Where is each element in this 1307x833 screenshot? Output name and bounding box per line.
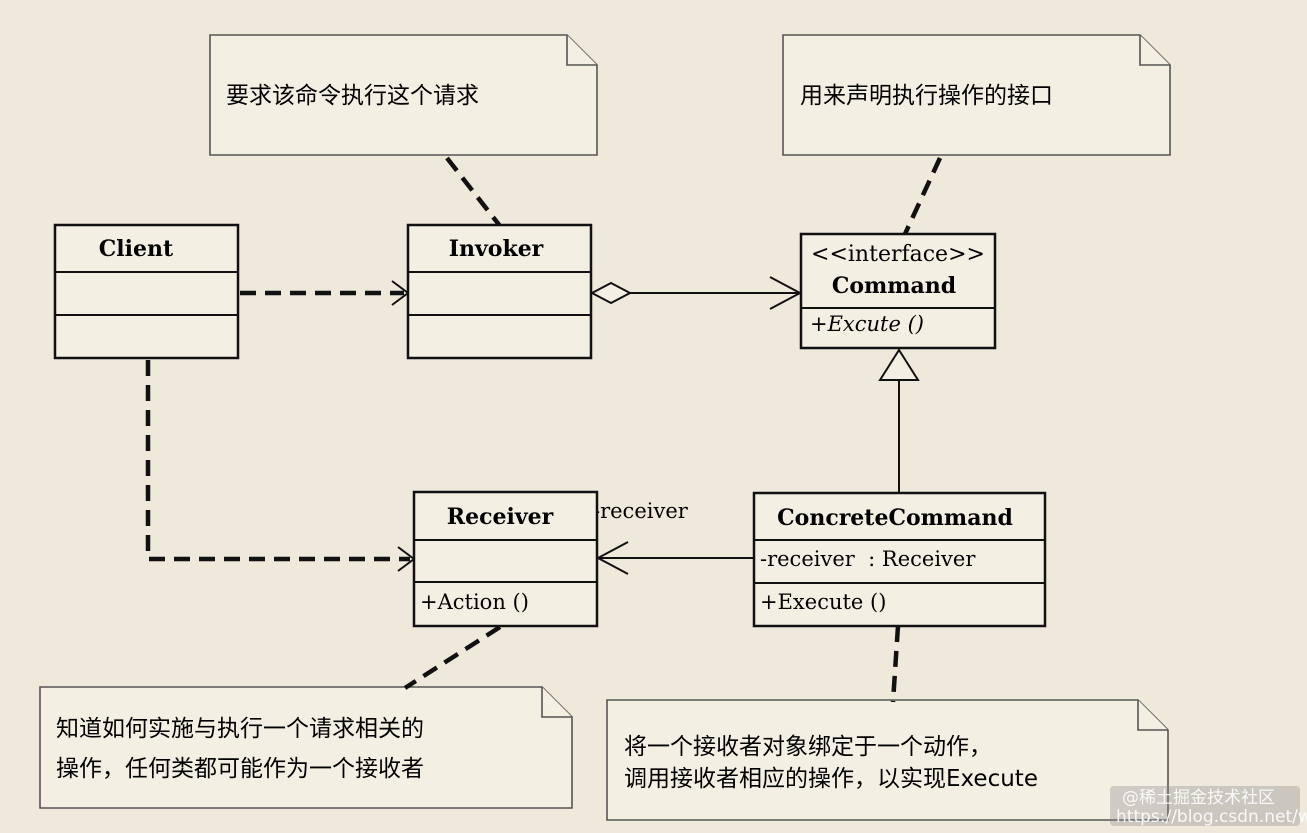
note-receiver-line-2: 操作，任何类都可能作为一个接收者 [56, 756, 424, 782]
note-anchor-concrete [890, 625, 901, 703]
class-receiver[interactable]: Receiver +Action () [412, 490, 599, 628]
dependency-client-receiver [145, 360, 416, 572]
watermark: @稀土掘金技术社区 https://blog.csdn.net/weixin_4… [1110, 786, 1307, 827]
class-command-stereotype: <<interface>> [811, 242, 985, 267]
note-invoker: 要求该命令执行这个请求 [209, 34, 598, 156]
watermark-brand: @稀土掘金技术社区 [1122, 788, 1275, 808]
note-command-line-1: 用来声明执行操作的接口 [800, 83, 1053, 109]
note-anchor-receiver [403, 625, 502, 690]
note-concrete-command: 将一个接收者对象绑定于一个动作， 调用接收者相应的操作，以实现Execute [606, 699, 1169, 821]
class-concrete-command-attribute: -receiver : Receiver [760, 547, 976, 571]
class-invoker[interactable]: Invoker [406, 223, 593, 360]
class-concrete-command[interactable]: ConcreteCommand -receiver : Receiver +Ex… [752, 491, 1047, 628]
class-command[interactable]: <<interface>> Command +Excute () [799, 232, 997, 350]
realization-concrete-command [878, 348, 920, 493]
class-command-name: Command [832, 273, 956, 299]
aggregation-invoker-command [589, 276, 803, 310]
class-invoker-name: Invoker [449, 236, 544, 262]
note-invoker-line-1: 要求该命令执行这个请求 [226, 83, 479, 109]
note-concrete-line-2: 调用接收者相应的操作，以实现Execute [624, 766, 1038, 792]
note-command: 用来声明执行操作的接口 [782, 34, 1171, 156]
class-client-name: Client [99, 236, 174, 262]
watermark-url: https://blog.csdn.net/weixin_43987301 [1116, 807, 1307, 827]
class-concrete-command-operation: +Execute () [760, 590, 886, 614]
note-receiver: 知道如何实施与执行一个请求相关的 操作，任何类都可能作为一个接收者 [39, 686, 573, 809]
class-receiver-name: Receiver [447, 504, 554, 530]
note-concrete-line-1: 将一个接收者对象绑定于一个动作， [624, 734, 992, 760]
class-concrete-command-name: ConcreteCommand [777, 505, 1013, 531]
note-anchor-command [902, 157, 943, 235]
class-command-operation: +Excute () [810, 312, 924, 336]
association-concrete-receiver [595, 541, 754, 575]
note-receiver-line-1: 知道如何实施与执行一个请求相关的 [56, 716, 424, 742]
class-receiver-operation: +Action () [420, 590, 529, 614]
class-client[interactable]: Client [53, 223, 240, 360]
note-anchor-invoker [445, 156, 502, 228]
association-role-label: -receiver [593, 499, 689, 523]
dependency-client-invoker [240, 280, 410, 306]
